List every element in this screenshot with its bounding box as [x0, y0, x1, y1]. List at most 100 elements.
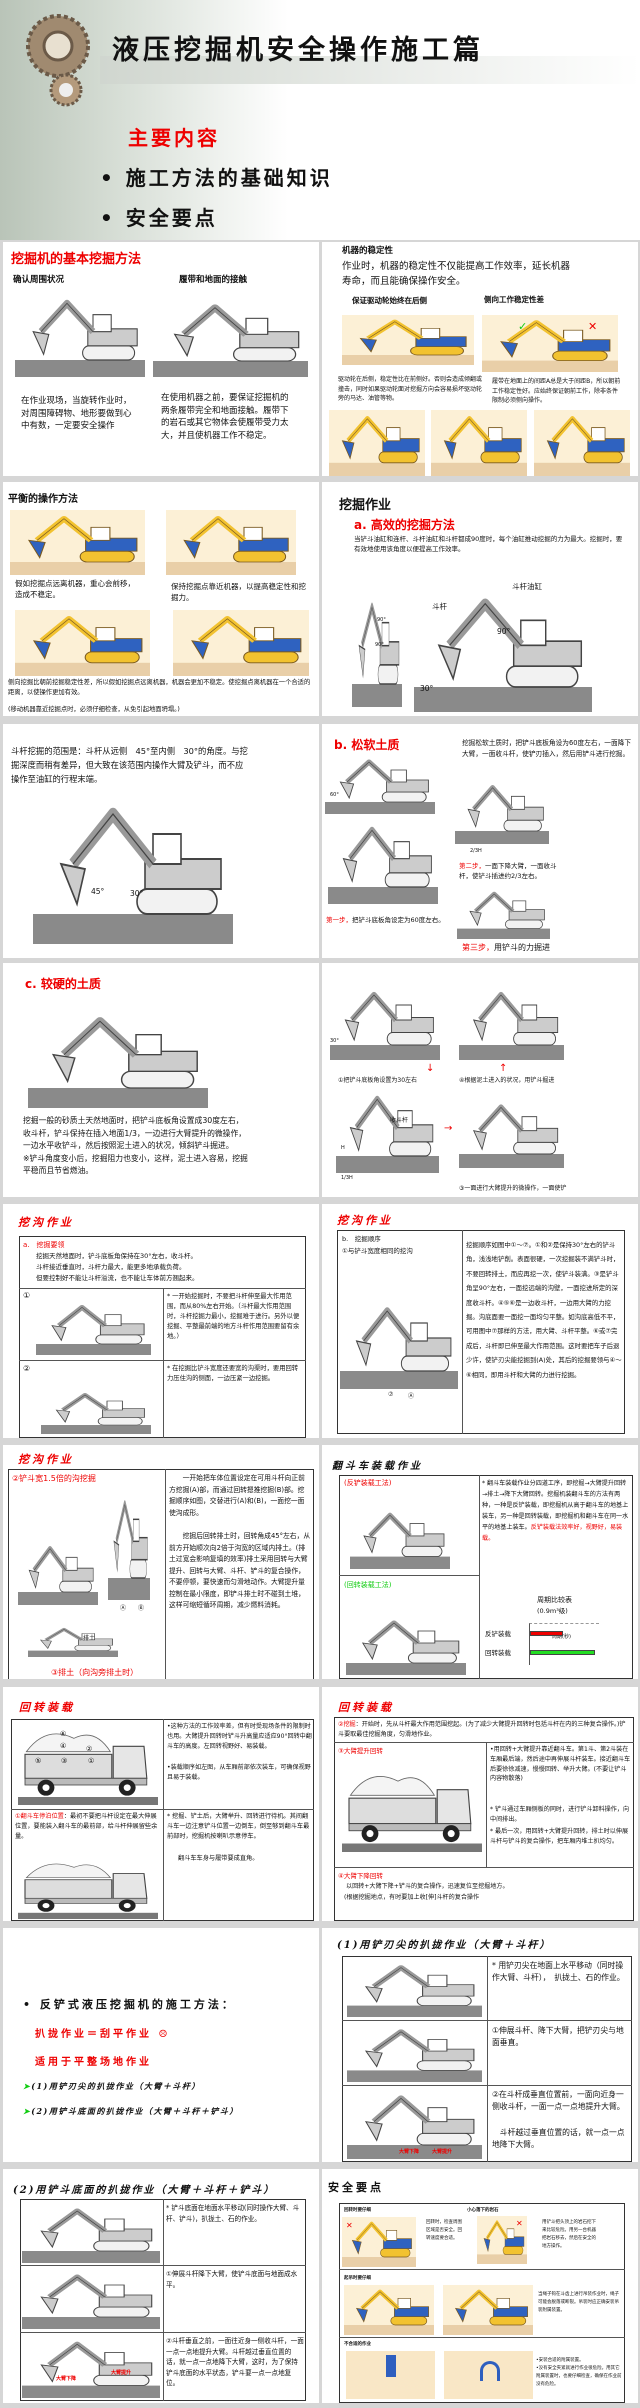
excavator-illustration: [457, 887, 550, 939]
arrow-up-icon: ↑: [499, 1063, 508, 1074]
slide-machine-stability: 机器的稳定性 作业时，机器的稳定性不仅能提高工作效率，延长机器寿命，而且能确保操…: [322, 242, 638, 476]
cell-text: ②在斗杆成垂直位置前，一面向近身一侧收斗杆，一面一点一点地提升大臂。: [492, 2090, 625, 2111]
cell-text: 一开始把车体位置设定在可用斗杆向正前方挖掘(A)部，而通过回转摁推挖掘(B)部。…: [169, 1474, 305, 1517]
label-boom-lower: 大臂下降: [56, 2376, 77, 2382]
slide-title: 挖掘作业: [339, 498, 392, 513]
excavator-illustration: [22, 2203, 160, 2263]
load-order-number: ②: [86, 1745, 93, 1753]
bullet-text: 反铲式液压挖掘机的施工方法：: [39, 1998, 236, 2011]
load-order-number: ④: [60, 1742, 67, 1750]
cell-text: * 铲斗通过车厢侧板的同时，进行铲斗卸料操作，向中间排出。: [490, 1806, 630, 1823]
cell-text: * 一开始挖掘时，不要把斗杆伸至最大作用范围，而从80%左右开始。（斗杆最大作用…: [167, 1293, 300, 1340]
cell-text: •这种方法的工作效率差，但有时受现场条件的限制时也用。大臂提升回转时铲斗升高量应…: [167, 1723, 312, 1750]
excavator-illustration: [325, 754, 435, 814]
gear-icon: [26, 14, 90, 107]
heading-index: a.: [23, 1241, 30, 1249]
excavator-illustration: [347, 2024, 482, 2082]
step-text: 把铲斗底板角设定为60度左右。: [352, 916, 445, 924]
cell-paragraph: * 翻斗车装载作业分四道工序，即挖掘→大臂提升回转→排土→降下大臂回转。挖掘机装…: [482, 1480, 629, 1531]
arrow-right-icon: →: [444, 1123, 453, 1134]
excavator-illustration: [330, 985, 440, 1060]
bucket-diagram: [352, 592, 402, 707]
cross-icon: ✕: [346, 2221, 353, 2230]
method-line: 扒拢作业＝刮平作业 ☹: [35, 2025, 170, 2040]
step-2-caption: 第二步，一面下降大臂，一面收斗杆，使铲斗插进约2/3左右。: [459, 861, 559, 881]
arrow-bullet-icon: ➤: [23, 2106, 32, 2116]
cell-paragraph: ：最初不要把斗杆设定在最大伸展位置，要能装入翻斗车的最前部，给斗杆伸展留些余量。: [15, 1813, 158, 1840]
slide-balanced-operation: 平衡的操作方法 假如挖掘点远离机器，重心会前移，造成不稳定。 保持挖掘点靠近机器…: [3, 482, 319, 716]
method-line: 适用于平整场地作业: [35, 2057, 152, 2068]
marker-label: Ⓐ: [408, 1393, 415, 1400]
excavator-illustration: [173, 610, 309, 676]
chart-axis: [529, 1623, 599, 1665]
excavator-illustration: [347, 2089, 482, 2159]
cell-heading: ④大臂下降回转: [338, 1872, 383, 1880]
slide-title: 挖掘机的基本挖掘方法: [11, 252, 142, 267]
cell-text: 斗杆越过垂直位置的话，就一点一点地降下大臂。: [492, 2128, 625, 2149]
cell-text: •用回转+大臂提升靠近翻斗车。第1斗、第2斗装在车厢最后端，然后途中再伸展斗杆装…: [490, 1746, 631, 1783]
slide-efficient-digging: 挖掘作业 a. 高效的挖掘方法 当铲斗油缸和连杆、斗杆油缸和斗杆都成90度时，每…: [322, 482, 638, 716]
excavator-illustration: [431, 410, 527, 476]
slide-title: 回转装载: [19, 1701, 75, 1714]
table: [339, 1475, 633, 1679]
excavator-illustration: [10, 510, 145, 575]
body-text: 作业时，机器的稳定性不仅能提高工作效率，延长机器寿命，而且能确保操作安全。: [342, 261, 571, 287]
slide-title: 安全要点: [328, 2181, 384, 2194]
chart-unit: (0.9m³级): [537, 1607, 568, 1615]
excavator-illustration: [15, 610, 150, 676]
cell-text: ②斗杆垂直之前，一面往近身一侧收斗杆，一面一点一点地提升大臂。斗杆越过垂直位置的…: [166, 2337, 304, 2387]
cell-text: * 最后一次，用回转+大臂提升回转，排土时以伸展斗杆与铲斗的复合操作，把车厢内堆…: [490, 1828, 629, 1845]
excavator-top-view: [41, 1389, 151, 1434]
slide-subtitle: a. 高效的挖掘方法: [354, 518, 455, 532]
angle-label: 45°: [91, 887, 105, 896]
cell-heading: ③大臂提升回转: [338, 1747, 383, 1755]
load-order-number: ⑥: [60, 1730, 67, 1738]
caption: 假如挖掘点远离机器，重心会前移，造成不稳定。: [15, 579, 135, 599]
dump-truck-illustration: [18, 1725, 158, 1805]
load-order-number: ①: [88, 1757, 95, 1765]
table-subheading: ①与铲斗宽度相同的挖沟: [342, 1247, 413, 1255]
slide-blade-tip-raking: (1)用铲刃尖的扒拢作业（大臂＋斗杆） 大臂下降 大臂提升 * 用铲刃尖在地面上…: [322, 1928, 638, 2162]
cell-paragraph: ：开始时，先从斗杆最大作用范围挖起。(为了减少大臂提升回转时包括斗杆在内的三种复…: [338, 1721, 626, 1738]
table: [334, 1717, 634, 1921]
cover-subtitle: 主要内容: [128, 126, 220, 150]
slide-title: 翻斗车装载作业: [332, 1461, 423, 1472]
cell-highlight: ②挖掘: [338, 1721, 356, 1728]
excavator-illustration: [482, 315, 618, 372]
body-text: 挖掘松软土质时，把铲斗底板角设为60度左右，一面降下大臂，一面收斗杆，使铲刃插入…: [462, 739, 632, 758]
cell-text: 当绳子钩在斗齿上进行吊装作业时，绳子可能会脱落或断裂。吊装时应正确安装吊装附属装…: [538, 2292, 619, 2313]
slide-title: 挖沟作业: [18, 1216, 74, 1229]
body-text: 当铲斗油缸和连杆、斗杆油缸和斗杆都成90度时，每个油缸推动挖掘的力为最大。挖掘时…: [354, 535, 623, 553]
caption: 驱动轮在后侧，稳定性比在前侧好。否则会造成倾翻或撞击，同时如果驱动轮面对挖掘方向…: [338, 376, 483, 402]
cell-text: ②挖掘：开始时，先从斗杆最大作用范围挖起。(为了减少大臂提升回转时包括斗杆在内的…: [338, 1720, 630, 1740]
excavator-illustration: [22, 2336, 160, 2398]
caption: 侧向挖掘比朝前挖掘稳定性差，所以假如挖掘点远离机器，机器会更加不稳定。使挖掘点离…: [8, 679, 311, 696]
check-icon: ✓: [518, 320, 528, 333]
cell-text: 用铲斗把头顶上的岩石挖下来比较危险。用另一台机器把岩石移去，然后在安全的地方操作…: [542, 2220, 596, 2249]
excavator-illustration: [455, 779, 549, 844]
excavator-illustration: [342, 315, 474, 365]
load-order-number: ③: [61, 1757, 68, 1765]
step-label: 第一步，: [326, 916, 352, 924]
label-dump: 排土: [83, 1635, 96, 1642]
chart-bar-swing: [530, 1650, 595, 1655]
load-order-number: ⑤: [35, 1757, 42, 1765]
dumping-diagram: [28, 1625, 118, 1657]
excavator-illustration: [328, 819, 438, 904]
label-boom-raise: 大臂提升: [111, 2370, 132, 2376]
list-item-text: (2)用铲斗底面的扒拢作业（大臂＋斗杆＋铲斗）: [31, 2106, 239, 2116]
angle-label: 60°: [330, 792, 339, 798]
angle-label: 90°: [375, 642, 384, 648]
cross-icon: ✕: [588, 320, 598, 333]
slide-trenching-wide: 挖沟作业 ②铲斗宽1.5倍的沟挖掘 Ⓐ Ⓑ 排土 ③排土（向沟旁排土时） 一开始…: [3, 1445, 319, 1679]
slide-dump-truck-loading: 翻斗车装载作业 (反铲装载工法) (回转装载工法) * 翻斗车装载作业分四道工序…: [322, 1445, 638, 1679]
slide-soft-soil: b. 松软土质 挖掘松软土质时，把铲斗底板角设为60度左右，一面降下大臂，一面收…: [322, 724, 638, 958]
method-label: (反铲装载工法): [344, 1479, 392, 1487]
excavator-illustration: [329, 410, 425, 476]
caption: 履带在地面上的间距A总是大于间距B，所以朝前工作稳定性好。应始终保证朝前工作，除…: [492, 378, 621, 404]
label-arm: 斗杆: [432, 602, 447, 611]
guideline-line: 但要控制好不能让斗杆溢流，也不能让车体前方翘起来。: [36, 1274, 199, 1282]
table: [11, 1719, 314, 1921]
table: [337, 1230, 625, 1434]
subheading: 确认周围状况: [13, 275, 65, 285]
